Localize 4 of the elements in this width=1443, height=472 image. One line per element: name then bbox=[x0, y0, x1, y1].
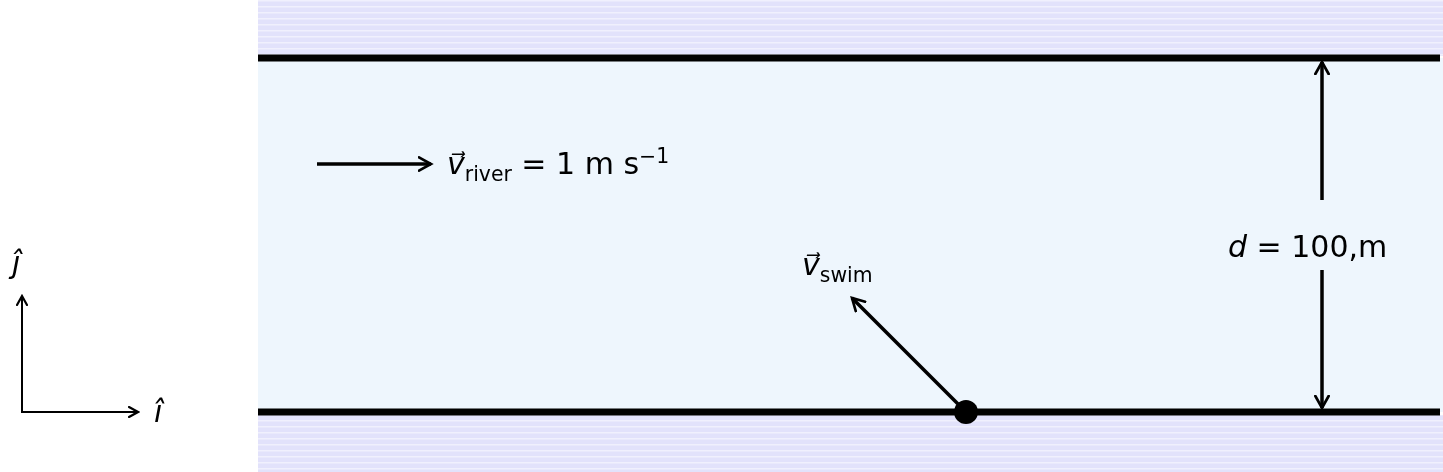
velocity-label: v⃗$_{swim}$ bbox=[802, 250, 873, 286]
velocity-label: v⃗$_{river}$ = 1 m s$^{−1}$ bbox=[447, 146, 670, 185]
distance-label: d = 100,m bbox=[1228, 232, 1388, 262]
axis-label: î bbox=[154, 397, 163, 427]
